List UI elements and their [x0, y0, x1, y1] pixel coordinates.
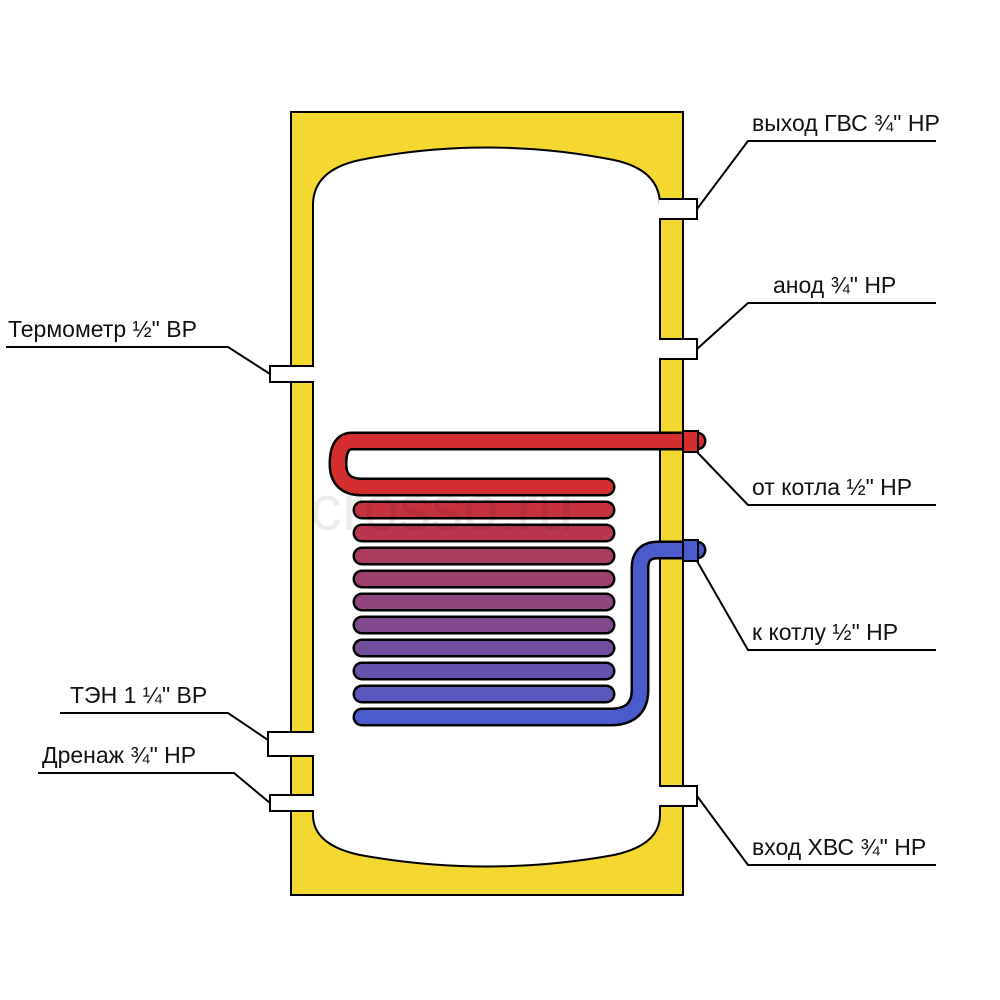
port-drain	[269, 794, 316, 812]
coil-turns	[352, 500, 616, 704]
label-to-boiler: к котлу ½" НР	[752, 619, 898, 645]
leader-from-boiler	[696, 451, 936, 506]
watermark: crosso.ru	[310, 472, 573, 544]
heat-exchanger-coil	[328, 430, 707, 727]
leader-heater	[60, 712, 269, 741]
leader-to-boiler	[696, 560, 936, 651]
label-hot-water-out: выход ГВС ¾" НР	[752, 110, 940, 136]
port-anode	[659, 338, 698, 360]
leader-cold-water-in	[696, 795, 936, 866]
label-thermometer: Термометр ½" ВР	[8, 316, 197, 342]
label-from-boiler: от котла ½" НР	[752, 474, 912, 500]
port-cold-water-in	[659, 785, 698, 807]
label-anode: анод ¾" НР	[773, 272, 896, 298]
port-thermometer	[269, 365, 316, 383]
leader-hot-water-out	[696, 140, 936, 210]
label-cold-water-in: вход ХВС ¾" НР	[752, 834, 926, 860]
label-drain: Дренаж ¾" НР	[42, 742, 196, 768]
leader-thermometer	[6, 346, 271, 375]
leader-drain	[38, 772, 271, 804]
label-heater: ТЭН 1 ¼" ВР	[70, 682, 207, 708]
leader-anode	[696, 302, 936, 350]
port-hot-water-out	[659, 198, 698, 220]
port-heater	[267, 731, 316, 757]
